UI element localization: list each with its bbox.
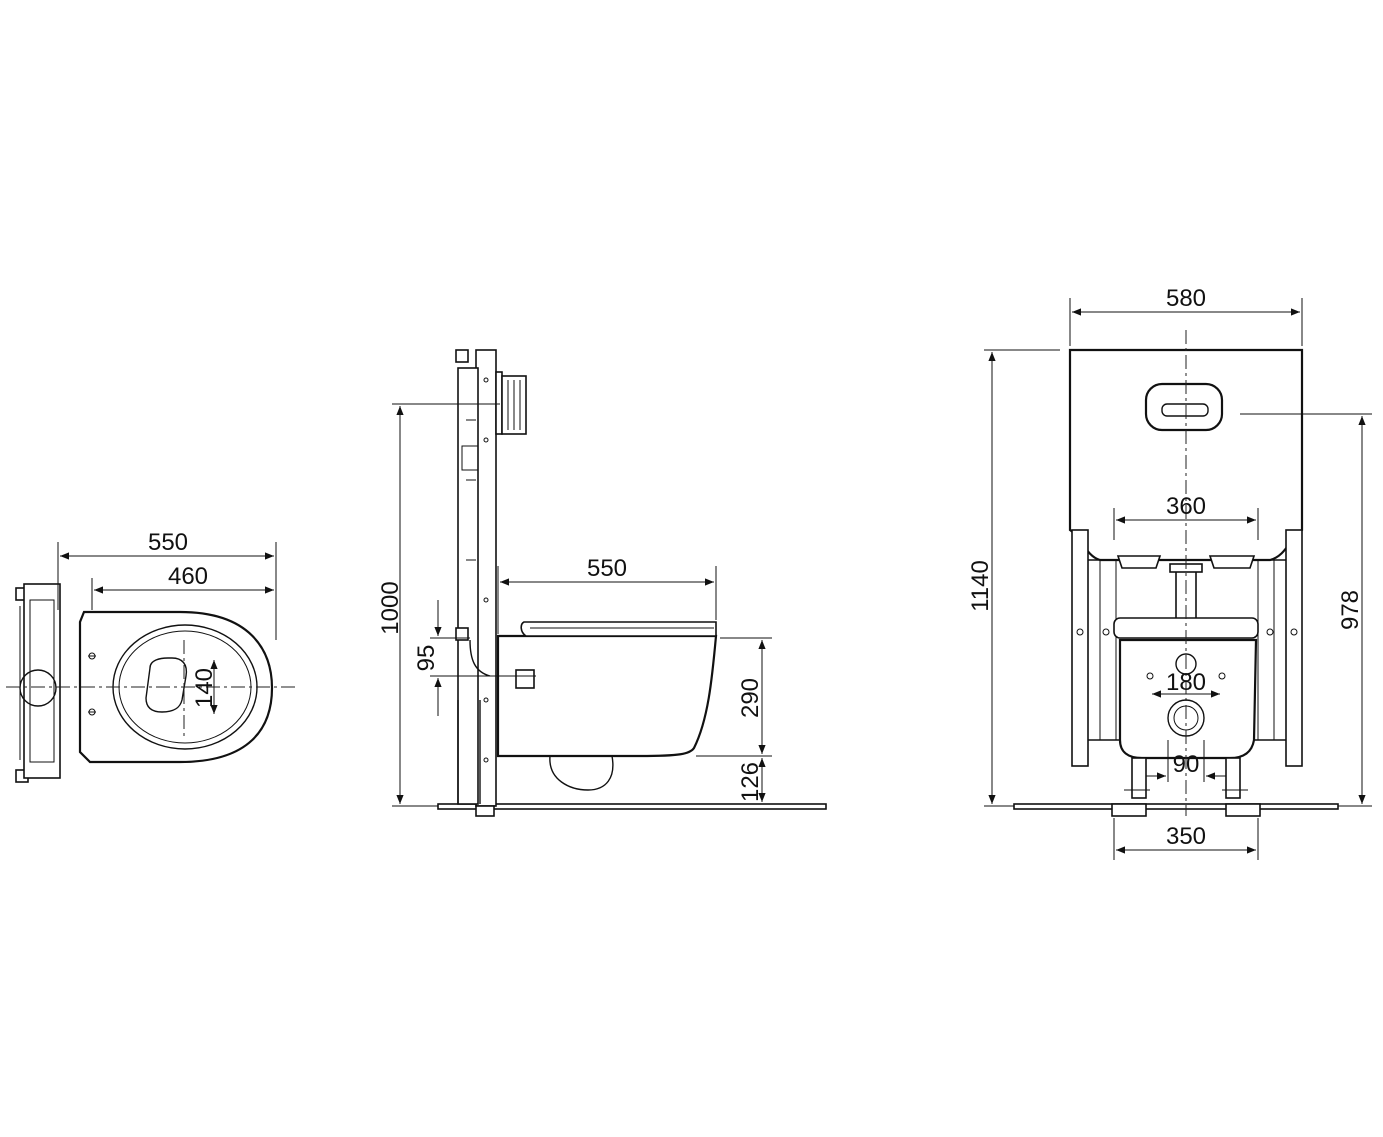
dim-panel-width: 580 (1166, 285, 1206, 312)
top-view: 550 460 140 (6, 529, 298, 783)
drain-pipe (457, 699, 481, 804)
dim-foot-width: 350 (1166, 823, 1206, 850)
dim-floor-gap: 126 (737, 762, 764, 802)
flush-button-side (495, 371, 527, 435)
dim-frame-height: 1000 (377, 581, 404, 634)
dim-fixing-width: 360 (1166, 493, 1206, 520)
dim-button-height: 978 (1337, 590, 1364, 630)
bowl-outline (78, 610, 274, 764)
flush-plate (1144, 382, 1224, 432)
floor-line-front (1013, 803, 1339, 810)
frame-bracket (15, 583, 61, 783)
installation-frame (455, 349, 497, 817)
front-view: 580 1140 978 360 180 90 350 (967, 285, 1372, 860)
dim-top-width: 550 (148, 529, 188, 556)
dim-total-height: 1140 (967, 560, 994, 612)
seat-lid-side (520, 621, 717, 637)
bowl-front (1118, 638, 1258, 760)
dim-outlet: 90 (1173, 751, 1200, 778)
dim-bolt-spacing: 180 (1166, 669, 1206, 696)
side-view: 550 1000 95 290 126 (377, 349, 827, 817)
dim-opening: 140 (191, 668, 218, 708)
dim-side-projection: 550 (587, 555, 627, 582)
bowl-side (496, 634, 718, 758)
dim-bowl-height: 290 (737, 678, 764, 718)
dim-offset: 95 (413, 645, 440, 672)
dim-bowl-length: 460 (168, 563, 208, 590)
bowl-opening (145, 657, 188, 713)
